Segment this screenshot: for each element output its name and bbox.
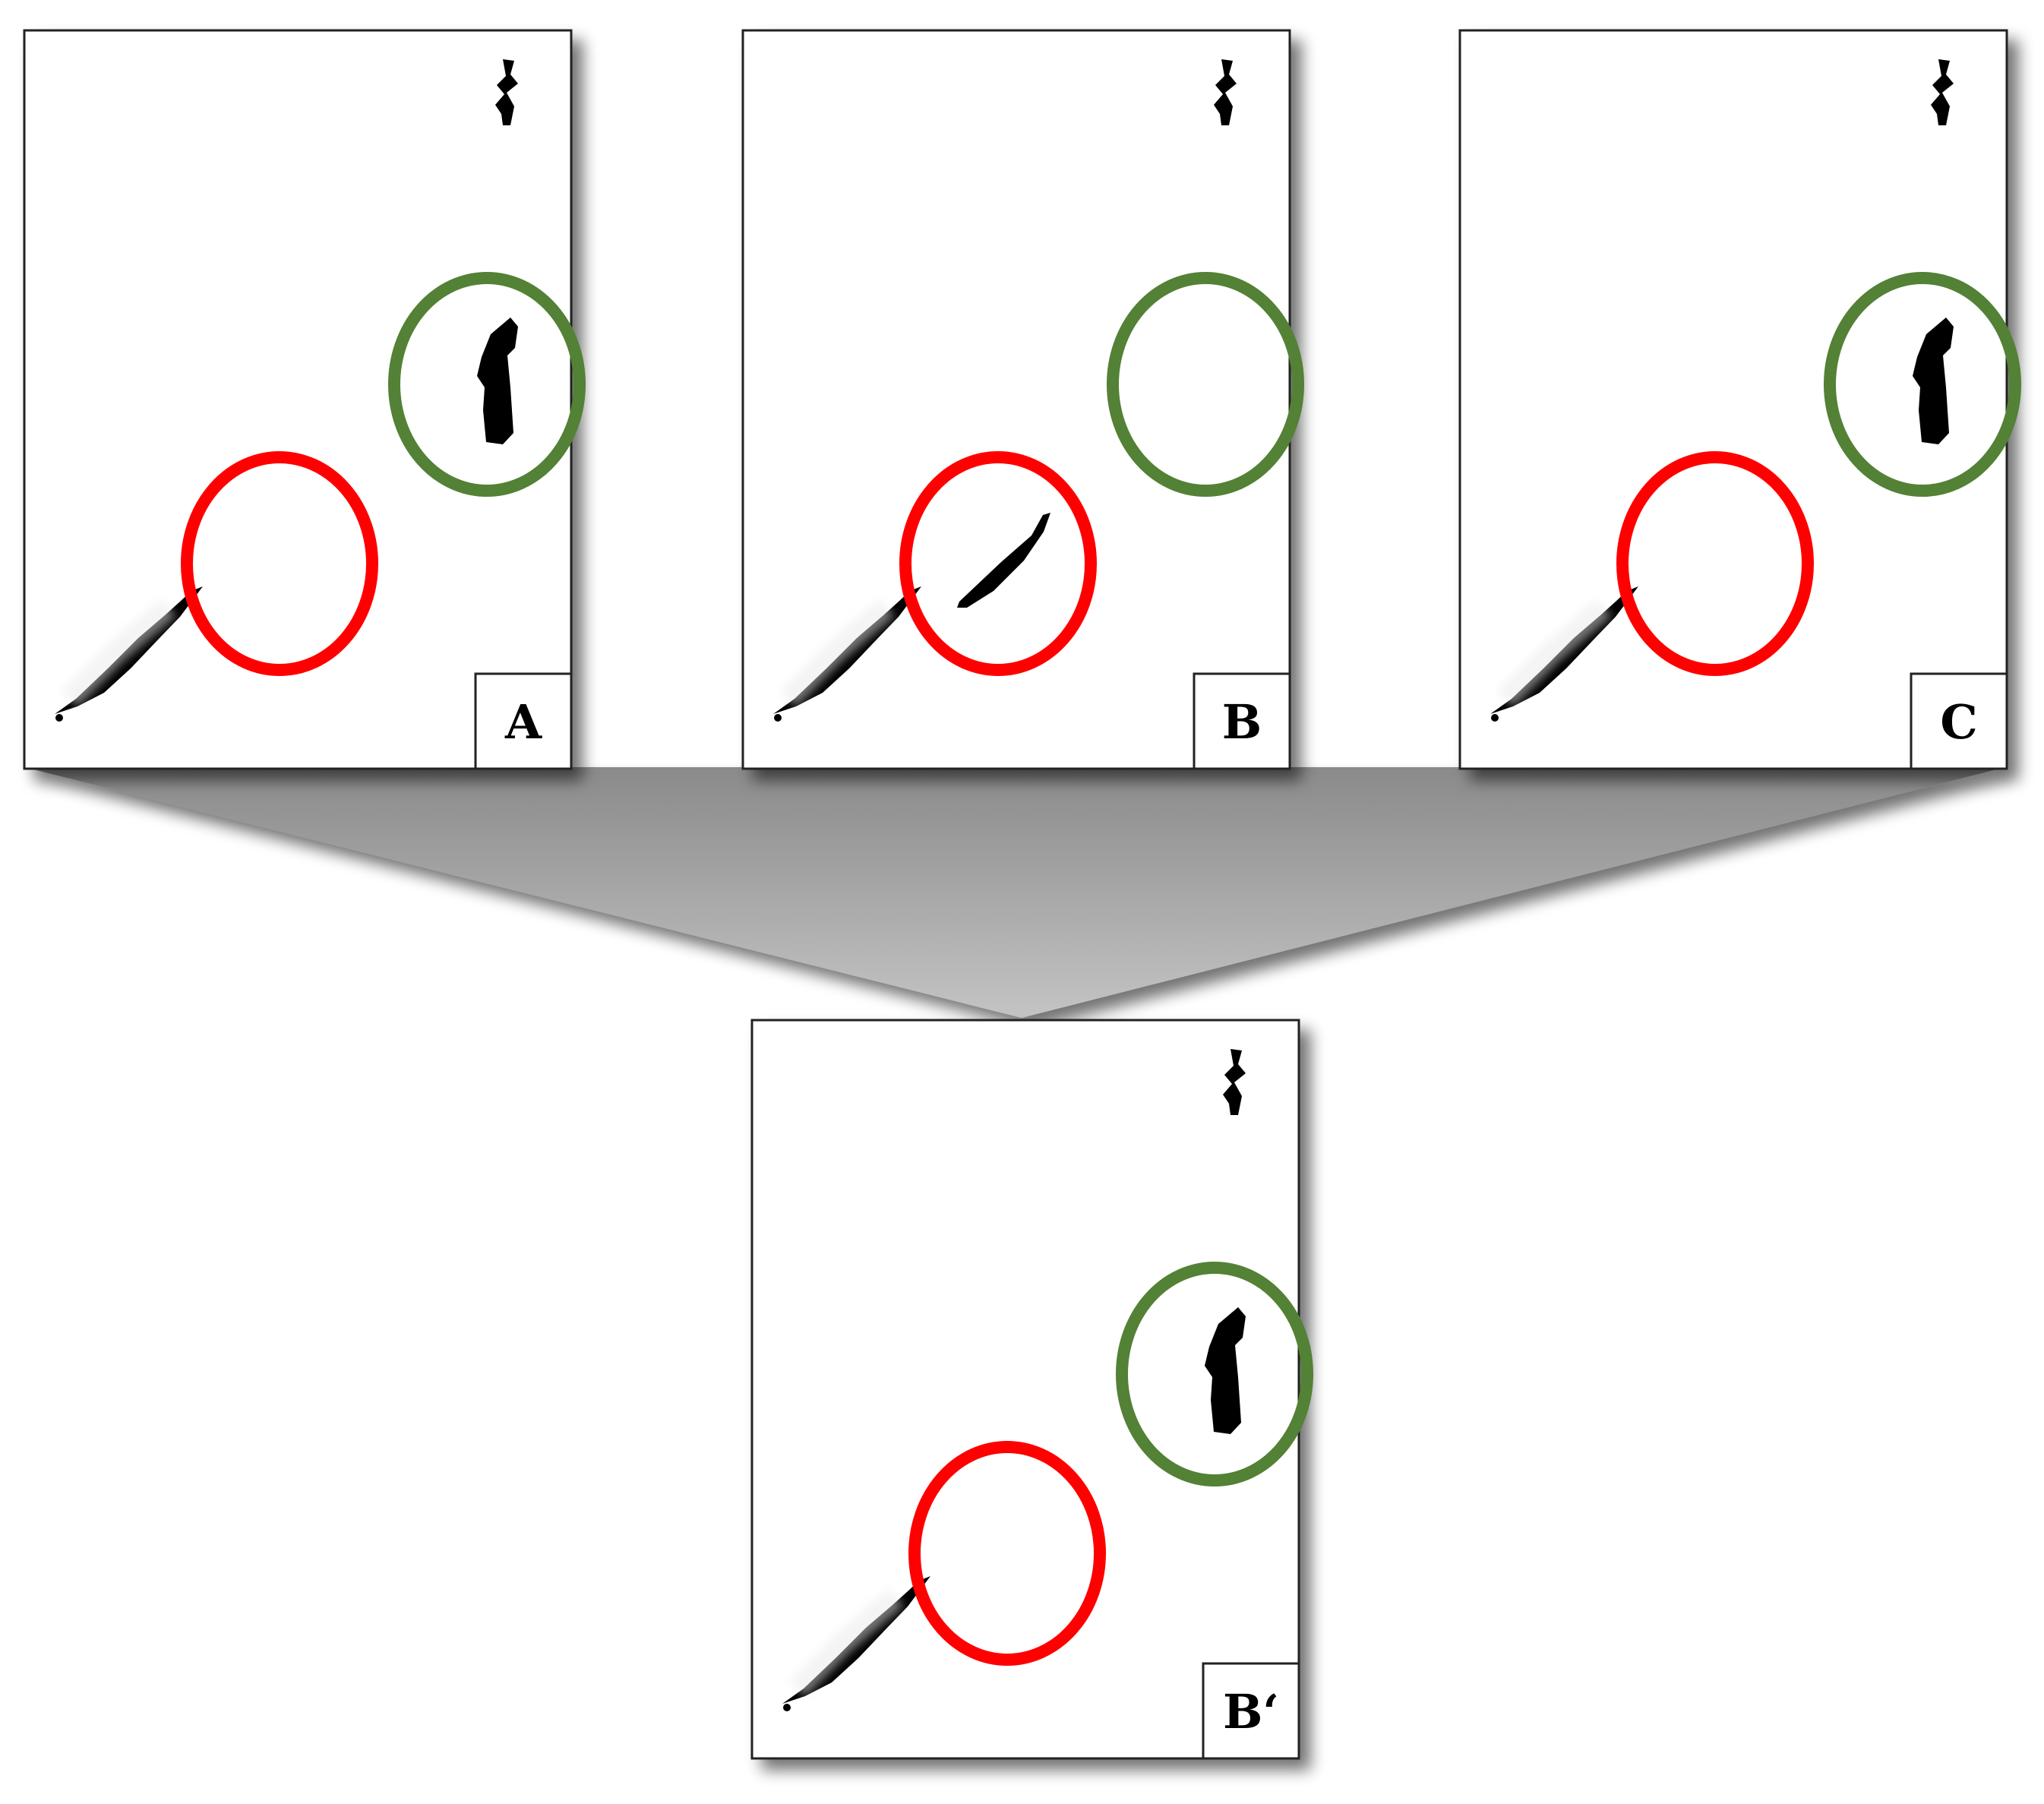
panel-label-box [1910,672,2008,770]
panel-label-box [1202,1662,1300,1760]
green-circle [1107,272,1304,497]
panel-a: A [23,29,586,770]
green-circle [388,272,586,497]
red-circle [899,451,1097,676]
funnel-shape [24,767,2005,1018]
green-circle [1824,272,2021,497]
panel-c: C [1458,29,2021,770]
panel-b: B [741,29,1304,770]
red-circle [181,451,378,676]
panel-label-box [1193,672,1291,770]
green-circle [1116,1262,1313,1486]
panel-label: A [504,694,542,750]
panel-label: B [1222,694,1262,750]
red-circle [1616,451,1814,676]
panel-label-box [474,672,573,770]
panel-label: C [1940,694,1977,750]
red-circle [908,1441,1106,1666]
panel-b_prime: B‘ [750,1019,1313,1760]
panel-label: B‘ [1223,1684,1279,1739]
